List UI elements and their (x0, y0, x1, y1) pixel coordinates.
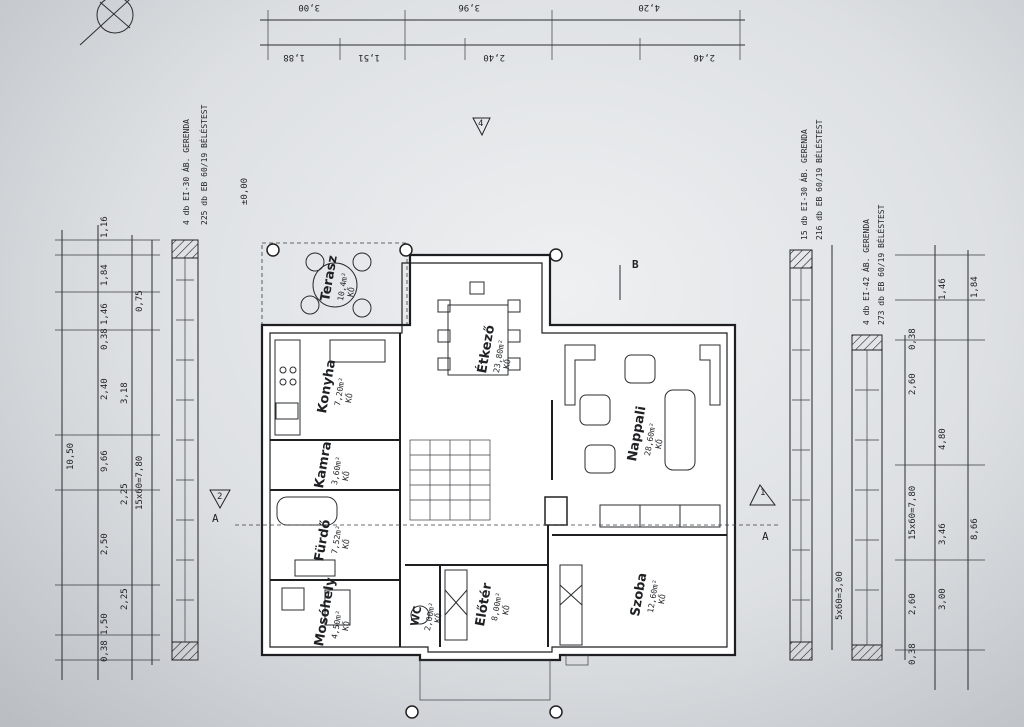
column-icon (549, 705, 563, 719)
section-marker-a-left: A (212, 512, 219, 525)
dim-top-1: 3,00 (298, 2, 320, 12)
left-dimension-chain (55, 225, 160, 680)
dim-left-small-4: 0,38 (100, 640, 110, 662)
entrance-steps (419, 659, 551, 701)
dim-top-6: 2,40 (483, 52, 505, 62)
dim-left-small-3: 0,75 (135, 290, 145, 312)
note-left-beam-2: 225 db EB 60/19 BÉLÉSTEST (200, 104, 209, 225)
dim-left-total: 10,50 (66, 442, 76, 470)
dim-left-2: 1,46 (100, 303, 110, 325)
column-icon (399, 243, 413, 257)
bedroom-closet (444, 564, 583, 646)
dim-right-3: 4,80 (938, 428, 948, 450)
column-icon (549, 248, 563, 262)
room-floor-nappali: KŐ (654, 438, 665, 450)
dim-right-1: 1,84 (970, 276, 980, 298)
room-floor-furdo: KŐ (341, 538, 352, 550)
dim-right-4: 3,46 (938, 523, 948, 545)
section-marker-b: B (632, 258, 639, 271)
room-floor-mosohely: KŐ (341, 620, 352, 632)
dim-top-3: 4,20 (638, 2, 660, 12)
dim-left-6: 2,25 (120, 588, 130, 610)
room-floor-wc: KŐ (433, 612, 444, 624)
axis-marker-1: 1 (760, 488, 766, 498)
dim-right-2: 1,46 (938, 278, 948, 300)
room-floor-terasz: KŐ (346, 286, 357, 298)
stair (409, 439, 491, 521)
dim-left-5: 2,50 (100, 533, 110, 555)
column-icon (266, 243, 280, 257)
note-right-beam-3: 4 db EI-42 ÁB. GERENDA (862, 219, 871, 325)
right-dimension-chain (831, 245, 985, 690)
left-beam-strip (171, 239, 199, 661)
dim-left-small-1: 1,16 (100, 216, 110, 238)
dim-right-5: 3,00 (938, 588, 948, 610)
column-icon (405, 705, 419, 719)
dim-left-7: 1,50 (100, 613, 110, 635)
axis-marker-icon (472, 117, 491, 137)
axis-marker-4: 4 (478, 119, 484, 129)
dim-left-3: 2,40 (100, 378, 110, 400)
room-floor-eloter: KŐ (501, 604, 512, 616)
kitchen-counter (274, 339, 386, 436)
dim-top-4: 1,88 (283, 52, 305, 62)
dim-top-5: 1,51 (358, 52, 380, 62)
dim-left-vent: 15x60=7,80 (135, 455, 145, 510)
room-floor-konyha: KŐ (344, 392, 355, 404)
dim-left-318: 3,18 (120, 382, 130, 404)
dim-right-6: 2,60 (908, 593, 918, 615)
dining-table (437, 281, 521, 376)
axis-marker-2: 2 (217, 492, 223, 502)
dim-left-966: 9,66 (100, 450, 110, 472)
beam-ticks (176, 279, 879, 601)
dim-left-small-2: 0,38 (100, 328, 110, 350)
chimney (544, 496, 568, 526)
dim-right-small-3: 0,38 (908, 643, 918, 665)
section-line-a (209, 484, 780, 526)
terrace-furniture (300, 252, 372, 318)
top-dimension-chain (260, 10, 745, 60)
room-floor-etkezo: KŐ (502, 358, 513, 370)
dim-top-2: 3,96 (458, 2, 480, 12)
dim-right-total: 8,66 (970, 518, 980, 540)
dim-right-small-2: 2,60 (908, 373, 918, 395)
section-marker-a-right: A (762, 530, 769, 543)
note-right-beam-4: 273 db EB 60/19 BÉLÉSTEST (877, 204, 886, 325)
north-arrow-icon (79, 0, 134, 46)
dim-left-1: 1,84 (100, 264, 110, 286)
note-left-beam-1: 4 db EI-30 ÁB. GERENDA (182, 119, 191, 225)
room-floor-szoba: KŐ (657, 593, 668, 605)
dim-right-vent2: 5x60=3,00 (835, 571, 845, 620)
level-marker: ±0,00 (240, 177, 250, 205)
dim-right-vent: 15x60=7,80 (908, 485, 918, 540)
living-furniture (564, 344, 721, 528)
dim-right-small-1: 0,38 (908, 328, 918, 350)
exterior-walls (260, 253, 737, 662)
dim-top-7: 2,46 (693, 52, 715, 62)
note-right-beam-2: 216 db EB 60/19 BÉLÉSTEST (815, 119, 824, 240)
bathroom-fixtures (276, 496, 430, 626)
room-floor-kamra: KŐ (341, 470, 352, 482)
right-beam-strips (789, 249, 883, 661)
dim-left-4: 2,25 (120, 483, 130, 505)
terrace-outline (261, 242, 408, 326)
note-right-beam-1: 15 db EI-30 ÁB. GERENDA (800, 129, 809, 240)
